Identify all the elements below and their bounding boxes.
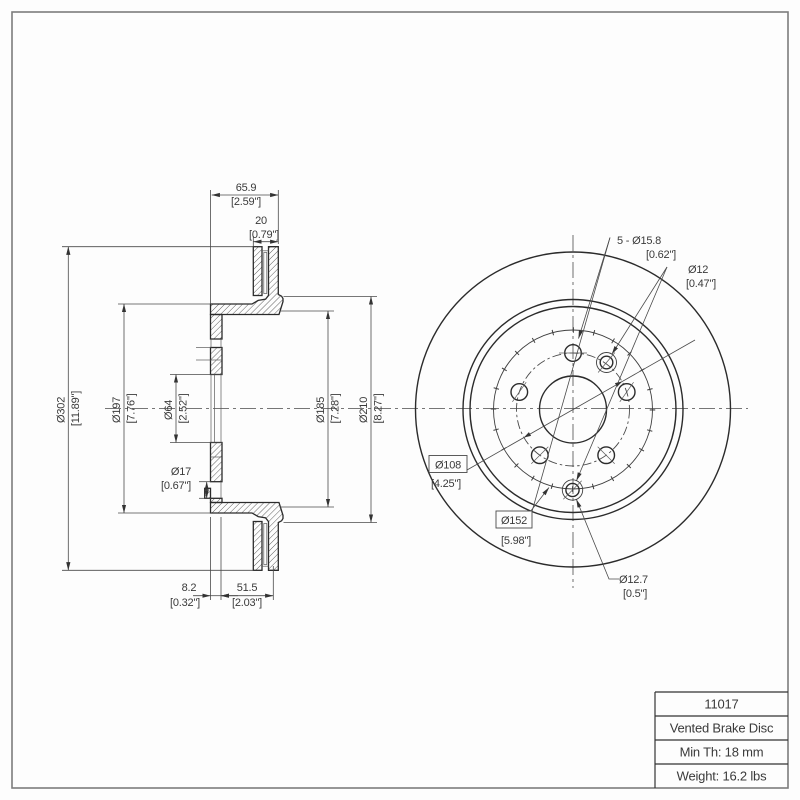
dim-friction-inner-mm: Ø185 <box>315 397 327 423</box>
flare-circle <box>462 298 684 521</box>
inboard-plate-hat-bottom <box>209 501 284 571</box>
flange-seg-2 <box>209 346 223 376</box>
drum-diameter-label-box <box>495 510 533 529</box>
dim-friction-inner-inch: [7.28"] <box>330 393 342 423</box>
part-description: Vented Brake Disc <box>670 721 774 736</box>
dim-hole12-mm: Ø12 <box>688 264 708 276</box>
section-cut-material <box>204 246 284 571</box>
vent-slot-details <box>196 250 269 567</box>
title-block-grid <box>654 691 788 788</box>
dim-disc-thickness-inch: [0.79"] <box>249 229 279 241</box>
dim-hole17-mm: Ø17 <box>171 466 191 478</box>
dim-hole127-inch: [0.5"] <box>623 588 647 600</box>
dim-hat-depth-mm: 51.5 <box>237 582 258 594</box>
inboard-plate-hat-top <box>209 246 284 316</box>
part-number: 11017 <box>704 697 738 712</box>
front-view-leaders <box>466 237 696 580</box>
screw-boss <box>204 487 212 499</box>
hole12-chamfer <box>596 352 617 373</box>
dim-drum-diameter-mm: Ø152 <box>501 515 527 527</box>
dim-flare-diameter: Ø210 [8.27"] <box>358 393 385 423</box>
hole127-slash <box>563 480 582 500</box>
section-view: 65.9 [2.59"] 20 [0.79"] Ø302 [11.89"] Ø1… <box>55 182 748 609</box>
outboard-plate-top <box>252 246 263 297</box>
dim-hat-diameter-inch: [7.76"] <box>126 393 138 423</box>
lug-hole-slashes <box>512 352 634 464</box>
dim-friction-inner-diameter: Ø185 [7.28"] <box>315 393 342 423</box>
dim-overall-height-mm: 65.9 <box>236 182 257 194</box>
hat-circle <box>469 305 677 514</box>
part-weight: Weight: 16.2 lbs <box>677 769 767 784</box>
lug-hole-upper-right <box>617 383 636 402</box>
lug-hole-upper-left <box>510 383 529 402</box>
min-thickness: Min Th: 18 mm <box>680 745 764 760</box>
section-dim-labels: 65.9 [2.59"] 20 [0.79"] Ø302 [11.89"] Ø1… <box>55 182 384 609</box>
flange-seg-1 <box>209 313 223 340</box>
dim-hat-diameter: Ø197 [7.76"] <box>111 393 138 423</box>
dim-hole127-mm: Ø12.7 <box>619 574 648 586</box>
dim-hole17-inch: [0.67"] <box>161 480 191 492</box>
hole127-chamfer <box>561 479 584 501</box>
lug-hole-lower-right <box>597 446 616 465</box>
dim-lug-holes-inch: [0.62"] <box>646 249 676 261</box>
dim-flange-thickness-mm: 8.2 <box>182 582 197 594</box>
hole12 <box>599 355 614 370</box>
dim-outer-diameter-mm: Ø302 <box>55 397 67 423</box>
dim-center-bore: Ø64 [2.52"] <box>163 393 190 423</box>
hole12-slash <box>597 352 616 373</box>
dim-hat-diameter-mm: Ø197 <box>111 397 123 423</box>
dim-flare-diameter-mm: Ø210 <box>358 397 370 423</box>
dim-hat-depth-inch: [2.03"] <box>232 597 262 609</box>
dim-lug-holes-mm: 5 - Ø15.8 <box>617 235 661 247</box>
dim-flange-thickness-inch: [0.32"] <box>170 597 200 609</box>
title-block: 11017 Vented Brake Disc Min Th: 18 mm We… <box>654 691 788 788</box>
dim-bolt-circle-mm: Ø108 <box>435 460 461 472</box>
dim-drum-diameter-inch: [5.98"] <box>501 535 531 547</box>
flange-seg-3 <box>209 441 223 483</box>
title-block-text: 11017 Vented Brake Disc Min Th: 18 mm We… <box>670 697 774 784</box>
page-frame <box>11 11 789 789</box>
dim-center-bore-inch: [2.52"] <box>178 393 190 423</box>
dim-outer-diameter-inch: [11.89"] <box>70 391 82 426</box>
bolt-circle-label-box <box>428 455 468 473</box>
flange-seg-4 <box>209 497 223 504</box>
dim-outer-diameter: Ø302 [11.89"] <box>55 391 82 426</box>
drum-register-ticks <box>490 327 656 492</box>
dim-center-bore-mm: Ø64 <box>163 400 175 420</box>
dim-flare-diameter-inch: [8.27"] <box>373 393 385 423</box>
outboard-plate-bottom <box>252 520 263 571</box>
outer-diameter-circle <box>414 251 732 568</box>
dim-overall-height-inch: [2.59"] <box>231 196 261 208</box>
guide-pin-holes <box>561 352 617 501</box>
hole127 <box>565 482 580 498</box>
dim-hole12-inch: [0.47"] <box>686 278 716 290</box>
front-view-labels: 5 - Ø15.8 [0.62"] Ø12 [0.47"] Ø108 [4.25… <box>428 235 716 600</box>
dim-bolt-circle-inch: [4.25"] <box>431 478 461 490</box>
dim-disc-thickness-mm: 20 <box>255 215 267 227</box>
dimension-lines <box>66 192 374 598</box>
front-view: 5 - Ø15.8 [0.62"] Ø12 [0.47"] Ø108 [4.25… <box>414 235 732 600</box>
